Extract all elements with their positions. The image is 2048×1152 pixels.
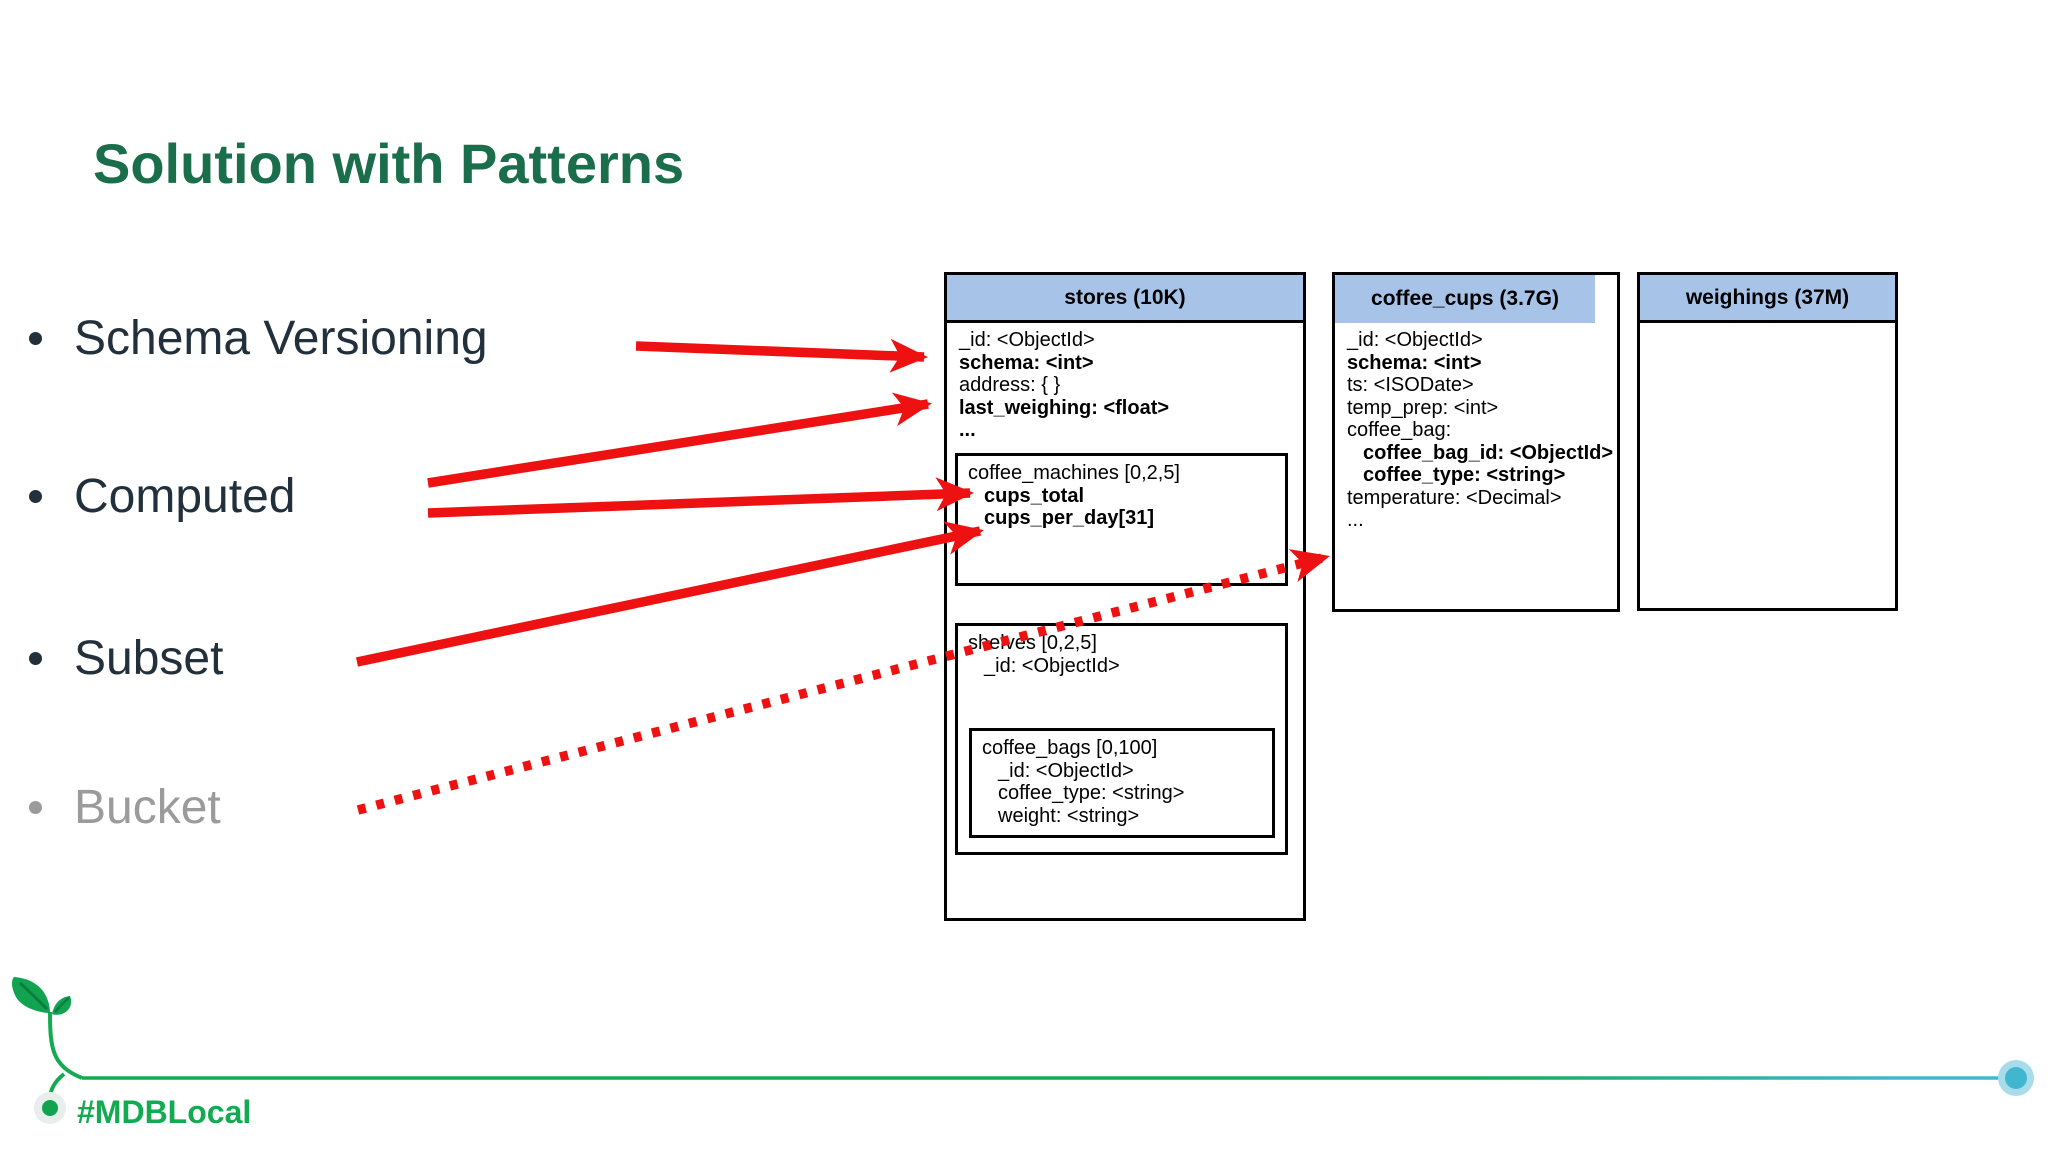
arrow-schema-versioning-to-schema bbox=[635, 338, 928, 373]
field-row: ts: <ISODate> bbox=[1347, 374, 1474, 396]
seed-dot-icon bbox=[42, 1100, 58, 1116]
seed-dot-halo bbox=[34, 1092, 66, 1124]
nested-box-coffee-bags: coffee_bags [0,100] _id: <ObjectId> coff… bbox=[969, 728, 1275, 838]
leaf-large-icon bbox=[12, 977, 50, 1013]
field-row: temperature: <Decimal> bbox=[1347, 486, 1562, 509]
bullet-item-computed: Computed bbox=[29, 468, 295, 524]
bullet-dot-icon bbox=[29, 800, 42, 814]
endpoint-dot-halo bbox=[1998, 1060, 2034, 1096]
page-title: Solution with Patterns bbox=[93, 132, 685, 195]
bullet-item-bucket: Bucket bbox=[29, 779, 221, 835]
arrow-computed-to-last-weighing bbox=[427, 392, 932, 488]
field-row: schema: <int> bbox=[1347, 351, 1482, 374]
field-row: _id: <ObjectId> bbox=[1347, 329, 1483, 351]
table-body-weighings bbox=[1640, 323, 1895, 335]
nested-box-header: coffee_bags [0,100] bbox=[982, 737, 1158, 759]
field-row: schema: <int> bbox=[959, 351, 1094, 374]
table-body-stores: _id: <ObjectId> schema: <int> address: {… bbox=[947, 323, 1303, 448]
field-row: last_weighing: <float> bbox=[959, 396, 1170, 419]
bullet-label: Computed bbox=[74, 469, 296, 523]
field-row: cups_total bbox=[984, 484, 1085, 507]
field-row: ... bbox=[1347, 509, 1364, 531]
table-header-coffee-cups: coffee_cups (3.7G) bbox=[1335, 275, 1617, 323]
field-row: temp_prep: <int> bbox=[1347, 396, 1499, 419]
field-row: _id: <ObjectId> bbox=[998, 759, 1134, 782]
field-row: coffee_bag_id: <ObjectId> bbox=[1363, 441, 1614, 464]
schema-table-stores: stores (10K) _id: <ObjectId> schema: <in… bbox=[944, 272, 1306, 921]
bullet-label: Bucket bbox=[74, 780, 221, 834]
bullet-dot-icon bbox=[29, 489, 42, 503]
endpoint-dot-icon bbox=[2005, 1067, 2027, 1089]
footer-baseline bbox=[82, 1060, 2034, 1096]
field-row: coffee_bag: bbox=[1347, 419, 1452, 441]
bullet-item-subset: Subset bbox=[29, 630, 223, 686]
leaf-small-icon bbox=[52, 996, 72, 1015]
table-body-coffee-cups: _id: <ObjectId> schema: <int> ts: <ISODa… bbox=[1335, 323, 1617, 538]
sprout-logo-icon bbox=[12, 977, 83, 1124]
arrow-subset-to-cups-per-day bbox=[356, 521, 984, 667]
nested-box-coffee-machines: coffee_machines [0,2,5] cups_total cups_… bbox=[955, 453, 1288, 586]
field-row: coffee_type: <string> bbox=[998, 782, 1185, 804]
schema-table-weighings: weighings (37M) bbox=[1637, 272, 1898, 611]
bullet-label: Schema Versioning bbox=[74, 311, 488, 365]
nested-box-shelves: shelves [0,2,5] _id: <ObjectId> coffee_b… bbox=[955, 623, 1288, 855]
field-row: ... bbox=[959, 419, 976, 441]
field-row: address: { } bbox=[959, 374, 1061, 396]
nested-box-header: shelves [0,2,5] bbox=[968, 632, 1097, 654]
arrow-computed-to-cups-total bbox=[427, 477, 974, 518]
bullet-label: Subset bbox=[74, 631, 224, 685]
field-row: _id: <ObjectId> bbox=[959, 329, 1095, 351]
field-row: weight: <string> bbox=[998, 804, 1140, 827]
table-header-stores: stores (10K) bbox=[947, 275, 1303, 323]
field-row: _id: <ObjectId> bbox=[984, 654, 1120, 677]
field-row: coffee_type: <string> bbox=[1363, 464, 1566, 486]
schema-table-coffee-cups: coffee_cups (3.7G) _id: <ObjectId> schem… bbox=[1332, 272, 1620, 612]
bullet-dot-icon bbox=[29, 331, 42, 345]
nested-box-header: coffee_machines [0,2,5] bbox=[968, 462, 1180, 484]
bullet-dot-icon bbox=[29, 651, 42, 665]
event-hashtag: #MDBLocal bbox=[77, 1094, 252, 1130]
field-row: cups_per_day[31] bbox=[984, 507, 1155, 529]
table-header-weighings: weighings (37M) bbox=[1640, 275, 1895, 323]
bullet-item-schema-versioning: Schema Versioning bbox=[29, 310, 488, 366]
